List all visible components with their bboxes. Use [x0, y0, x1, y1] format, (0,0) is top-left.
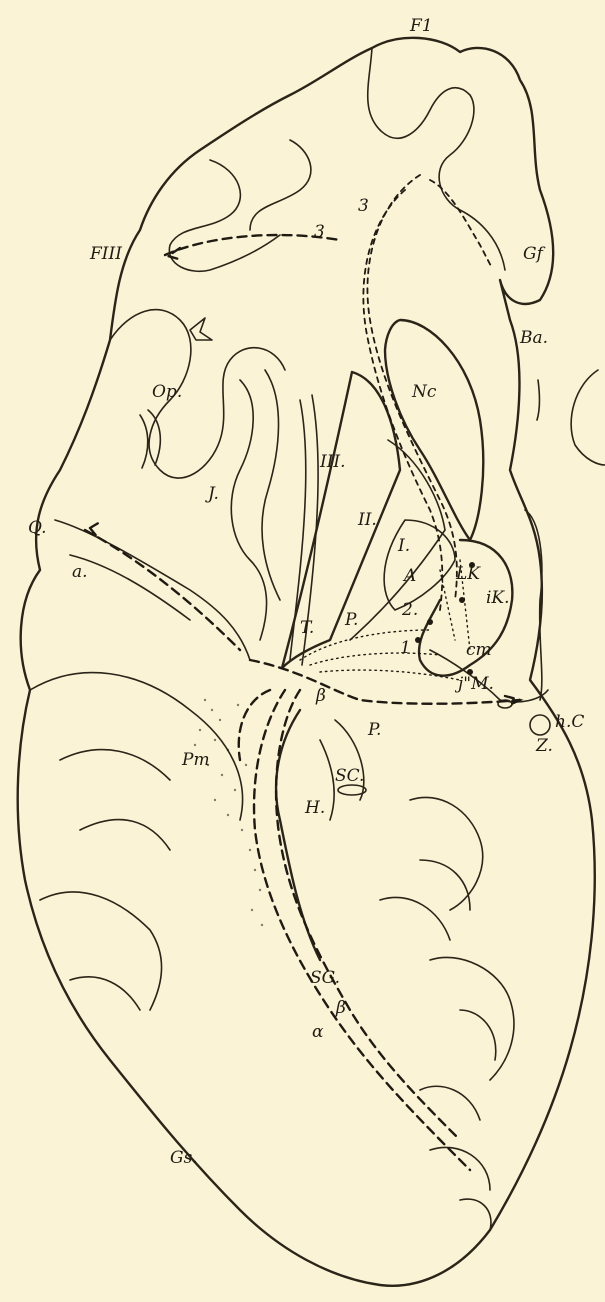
ventricle-septum	[525, 510, 542, 700]
midline-arc	[571, 370, 605, 465]
label-p-small: P.	[345, 612, 358, 629]
label-gs: Gs.	[170, 1150, 198, 1167]
q-gyrus	[55, 520, 250, 660]
tract-pm-left	[239, 690, 270, 760]
caudate-nucleus	[385, 320, 483, 540]
label-gf: Gf	[523, 246, 543, 263]
label-alpha: α	[312, 1024, 323, 1041]
label-ik: iK.	[486, 590, 510, 607]
superior-frontal-gyrus	[368, 48, 505, 270]
label-3-a: 3	[314, 224, 325, 241]
dotted-radiation	[300, 560, 470, 680]
hemisphere-outline	[18, 38, 595, 1286]
label-lk: LK	[456, 566, 480, 583]
label-p: P.	[368, 722, 381, 739]
label-iii: III.	[320, 454, 346, 471]
hc-circle	[530, 715, 550, 735]
temporal-sulcus-middle	[40, 892, 162, 1010]
label-f1: F1	[410, 18, 433, 35]
label-cm: cm	[466, 642, 492, 659]
tract-gf	[430, 180, 492, 268]
label-a: A	[404, 568, 416, 585]
frontal-gyrus	[169, 140, 311, 271]
label-j: J.	[208, 486, 219, 503]
tract-main-beta	[276, 690, 460, 1140]
op-arrow-shape	[190, 318, 212, 340]
label-pm: Pm	[182, 752, 210, 769]
insula-fold	[231, 370, 280, 640]
occipital-sulci	[380, 797, 514, 1230]
label-sc: SC.	[335, 768, 364, 785]
stipple-region	[194, 699, 263, 926]
label-q: Q.	[28, 520, 47, 537]
label-a-small: a.	[72, 564, 88, 581]
label-z: Z.	[536, 738, 553, 755]
label-hc: h.C	[555, 714, 584, 731]
label-op: Op.	[152, 384, 182, 401]
label-nc: Nc	[412, 384, 436, 401]
label-beta-2: β	[336, 1000, 346, 1017]
op-inner-fold	[140, 410, 160, 468]
label-2: 2.	[402, 602, 418, 619]
label-jm: j"M.	[458, 676, 494, 693]
label-ba: Ba.	[520, 330, 548, 347]
label-3-b: 3	[358, 198, 369, 215]
temporal-sulcus-upper	[30, 673, 243, 850]
label-1: 1	[400, 640, 411, 657]
label-h: H.	[305, 800, 325, 817]
tract-q	[85, 522, 240, 650]
label-sg: SG.	[310, 970, 340, 987]
label-ii: II.	[358, 512, 377, 529]
label-t: T.	[300, 620, 314, 637]
ba-sliver	[537, 380, 539, 420]
label-i: I.	[398, 538, 410, 555]
opercular-gyrus	[110, 310, 285, 478]
hippocampus	[276, 710, 320, 960]
label-beta-1: β	[316, 688, 326, 705]
label-fiii: FIII	[90, 246, 122, 263]
